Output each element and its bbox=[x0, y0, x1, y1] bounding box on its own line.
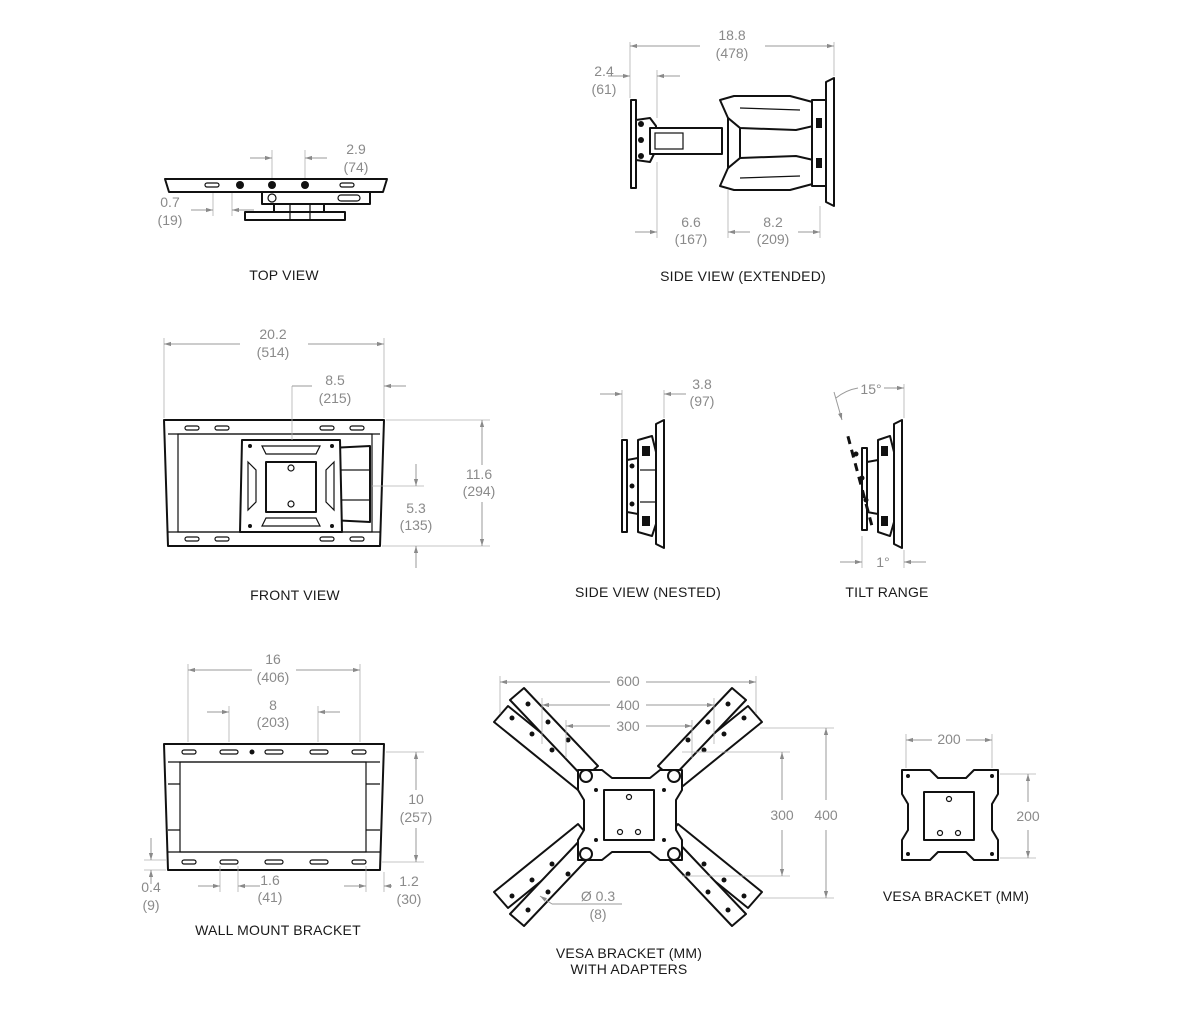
vesa-width-value: 200 bbox=[937, 731, 961, 747]
side-ext-head-inch: 8.2 bbox=[763, 214, 783, 230]
tilt-range: 15° 1° TILT RANGE bbox=[833, 381, 928, 600]
side-nested-drawing bbox=[621, 419, 665, 549]
adapter-arm-top-right bbox=[657, 687, 763, 791]
front-view: 20.2 (514) 8.5 (215) 11.6 (294) 5.3 (135… bbox=[163, 326, 496, 603]
wall-inner-inch: 8 bbox=[269, 697, 277, 713]
wall-height-inch: 10 bbox=[408, 791, 424, 807]
tilt-drawing bbox=[846, 419, 903, 549]
vesa-adapters-caption-line1: VESA BRACKET (MM) bbox=[556, 945, 702, 961]
front-height-inch: 11.6 bbox=[466, 466, 492, 482]
front-offset-mm: (215) bbox=[319, 390, 352, 406]
vesa-adapters-caption-line2: WITH ADAPTERS bbox=[571, 961, 688, 977]
front-height-mm: (294) bbox=[463, 483, 496, 499]
side-ext-head-mm: (209) bbox=[757, 231, 790, 247]
front-offset-inch: 8.5 bbox=[325, 372, 345, 388]
front-view-caption: FRONT VIEW bbox=[250, 587, 340, 603]
front-width-inch: 20.2 bbox=[259, 326, 286, 342]
adapter-arm-top-left bbox=[493, 687, 599, 791]
vesa-adapters-h400: 400 bbox=[814, 807, 838, 823]
wall-mount-bracket: 16 (406) 8 (203) 10 (257) 0.4 (9) 1.6 (4… bbox=[141, 651, 432, 938]
vesa-adapters-drawing bbox=[493, 687, 763, 927]
wall-slot-mm: (41) bbox=[258, 889, 283, 905]
side-ext-wall-inch: 2.4 bbox=[594, 63, 614, 79]
side-extended-drawing bbox=[630, 77, 835, 207]
side-nested-caption: SIDE VIEW (NESTED) bbox=[575, 584, 721, 600]
wall-holes-inch: 16 bbox=[265, 651, 281, 667]
side-ext-arm-inch: 6.6 bbox=[681, 214, 701, 230]
wall-gap-inch: 0.4 bbox=[141, 879, 161, 895]
top-view: 2.9 (74) 0.7 (19) TOP VIEW bbox=[158, 141, 388, 283]
side-view-extended: 18.8 (478) 2.4 (61) 6.6 (167) 8.2 (209) … bbox=[592, 27, 835, 284]
wall-holes-mm: (406) bbox=[257, 669, 290, 685]
side-extended-caption: SIDE VIEW (EXTENDED) bbox=[660, 268, 826, 284]
side-view-nested: 3.8 (97) SIDE VIEW (NESTED) bbox=[575, 376, 721, 600]
wall-bracket-caption: WALL MOUNT BRACKET bbox=[195, 922, 361, 938]
side-ext-total-inch: 18.8 bbox=[718, 27, 745, 43]
side-nested-depth-mm: (97) bbox=[690, 393, 715, 409]
vesa-with-adapters: 600 400 300 300 400 Ø 0.3 (8) VESA BRACK… bbox=[493, 673, 838, 977]
vesa-adapters-w600: 600 bbox=[616, 673, 640, 689]
vesa-bracket-caption: VESA BRACKET (MM) bbox=[883, 888, 1029, 904]
wall-slot-inch: 1.6 bbox=[260, 872, 280, 888]
wall-edge-mm: (30) bbox=[397, 891, 422, 907]
tilt-down-value: 1° bbox=[876, 554, 889, 570]
top-dim-b-inch: 0.7 bbox=[160, 194, 180, 210]
side-nested-depth-inch: 3.8 bbox=[692, 376, 712, 392]
adapter-arm-bottom-left bbox=[493, 823, 599, 927]
top-view-caption: TOP VIEW bbox=[249, 267, 319, 283]
top-dim-a-mm: (74) bbox=[344, 159, 369, 175]
front-width-mm: (514) bbox=[257, 344, 290, 360]
vesa-adapters-w300: 300 bbox=[616, 718, 640, 734]
front-center-mm: (135) bbox=[400, 517, 433, 533]
wall-gap-mm: (9) bbox=[142, 897, 159, 913]
side-ext-arm-mm: (167) bbox=[675, 231, 708, 247]
front-center-inch: 5.3 bbox=[406, 500, 426, 516]
wall-inner-mm: (203) bbox=[257, 714, 290, 730]
wall-edge-inch: 1.2 bbox=[399, 873, 419, 889]
front-view-drawing bbox=[163, 419, 385, 547]
vesa-height-value: 200 bbox=[1016, 808, 1040, 824]
top-view-drawing bbox=[164, 178, 388, 221]
wall-bracket-drawing bbox=[163, 743, 385, 871]
top-dim-a-inch: 2.9 bbox=[346, 141, 366, 157]
side-ext-wall-mm: (61) bbox=[592, 81, 617, 97]
vesa-adapters-w400: 400 bbox=[616, 697, 640, 713]
vesa-bracket-drawing bbox=[901, 769, 999, 861]
tilt-caption: TILT RANGE bbox=[845, 584, 928, 600]
vesa-adapters-h300: 300 bbox=[770, 807, 794, 823]
top-dim-b-mm: (19) bbox=[158, 212, 183, 228]
vesa-adapters-hole-inch: Ø 0.3 bbox=[581, 888, 615, 904]
vesa-bracket: 200 200 VESA BRACKET (MM) bbox=[883, 731, 1040, 904]
wall-height-mm: (257) bbox=[400, 809, 433, 825]
side-ext-total-mm: (478) bbox=[716, 45, 749, 61]
vesa-adapters-hole-mm: (8) bbox=[589, 906, 606, 922]
tilt-up-value: 15° bbox=[860, 381, 881, 397]
